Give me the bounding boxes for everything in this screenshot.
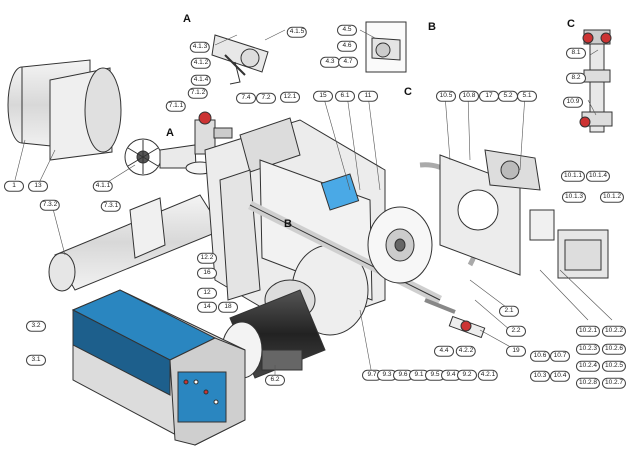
callout-label: 10.2.3 xyxy=(575,343,601,355)
callout-label: 6.2 xyxy=(265,374,285,386)
callout-label: 4.7 xyxy=(338,56,358,68)
callout-label: 19 xyxy=(506,345,526,357)
callout-label: 1 xyxy=(4,180,24,192)
callout-label: 10.2.5 xyxy=(601,360,627,372)
callout-label: 3.1 xyxy=(26,354,46,366)
callout-label: 4.1.4 xyxy=(190,74,212,86)
diffuser-disc xyxy=(124,138,197,176)
callout-label: 7.4 xyxy=(236,92,256,104)
callout-label: 10.2.2 xyxy=(601,325,627,337)
section-label-b-ref: B xyxy=(284,218,292,230)
callout-label: 9.2 xyxy=(457,369,477,381)
callout-label: 10.8 xyxy=(459,90,479,102)
section-label-c: C xyxy=(567,18,575,30)
callout-label: 10.9 xyxy=(563,96,583,108)
callout-label: 7.1.1 xyxy=(165,100,187,112)
section-label-c-ref: C xyxy=(404,86,412,98)
callout-label: 7.3.1 xyxy=(100,200,122,212)
callout-label: 10.2.1 xyxy=(575,325,601,337)
callout-label: 6.1 xyxy=(335,90,355,102)
section-label-b: B xyxy=(428,21,436,33)
callout-label: 10.3 xyxy=(530,370,550,382)
callout-label: 13 xyxy=(28,180,48,192)
callout-label: 5.2 xyxy=(498,90,518,102)
callout-label: 10.1.2 xyxy=(599,191,625,203)
detail-b-inset xyxy=(365,21,407,73)
callout-label: 7.1.2 xyxy=(187,87,209,99)
callout-label: 8.1 xyxy=(566,47,586,59)
callout-label: 7.2 xyxy=(256,92,276,104)
callout-label: 10.1.1 xyxy=(560,170,586,182)
burner-head-tube xyxy=(7,59,122,161)
section-label-a: A xyxy=(183,13,191,25)
callout-label: 2.2 xyxy=(506,325,526,337)
extension-tube xyxy=(48,194,223,292)
callout-label: 14 xyxy=(197,301,217,313)
callout-label: 10.1.4 xyxy=(585,170,611,182)
callout-label: 11 xyxy=(358,90,378,102)
section-label-a-ref: A xyxy=(166,127,174,139)
callout-label: 7.3.2 xyxy=(39,199,61,211)
fan-motor xyxy=(221,289,326,379)
callout-label: 12.1 xyxy=(280,91,300,103)
callout-label: 4.1.3 xyxy=(189,41,211,53)
callout-label: 10.2.8 xyxy=(575,377,601,389)
callout-label: 4.2.2 xyxy=(455,345,477,357)
callout-label: 10.2.4 xyxy=(575,360,601,372)
callout-label: 10.1.3 xyxy=(561,191,587,203)
rear-housing xyxy=(419,149,541,276)
callout-label: 4.4 xyxy=(434,345,454,357)
fuel-lance-shaft xyxy=(247,200,456,314)
fan-wheel xyxy=(367,206,433,284)
callout-label: 4.3 xyxy=(320,56,340,68)
callout-label: 10.6 xyxy=(530,350,550,362)
callout-label: 10.2.7 xyxy=(601,377,627,389)
callout-label: 10.4 xyxy=(550,370,570,382)
callout-label: 8.2 xyxy=(566,72,586,84)
callout-label: 12.2 xyxy=(197,252,217,264)
callout-label: 17 xyxy=(479,90,499,102)
callout-label: 4.1.1 xyxy=(92,180,114,192)
callout-label: 12 xyxy=(197,287,217,299)
callout-label: 4.5 xyxy=(337,24,357,36)
callout-label: 4.6 xyxy=(337,40,357,52)
callout-label: 15 xyxy=(313,90,333,102)
callout-label: 5.1 xyxy=(517,90,537,102)
callout-label: 18 xyxy=(218,301,238,313)
ignition-electrode xyxy=(448,315,486,339)
callout-label: 10.2.6 xyxy=(601,343,627,355)
detail-a-top-parts xyxy=(211,34,269,85)
callout-label: 10.7 xyxy=(550,350,570,362)
callout-label: 4.1.5 xyxy=(286,26,308,38)
callout-label: 2.1 xyxy=(499,305,519,317)
callout-label: 4.2.1 xyxy=(477,369,499,381)
callout-label: 16 xyxy=(197,267,217,279)
callout-label: 4.1.2 xyxy=(190,57,212,69)
callout-label: 10.5 xyxy=(436,90,456,102)
callout-label: 3.2 xyxy=(26,320,46,332)
control-panel xyxy=(71,289,246,446)
detail-c-valve-assembly xyxy=(579,29,613,133)
servo-motor xyxy=(529,209,609,279)
